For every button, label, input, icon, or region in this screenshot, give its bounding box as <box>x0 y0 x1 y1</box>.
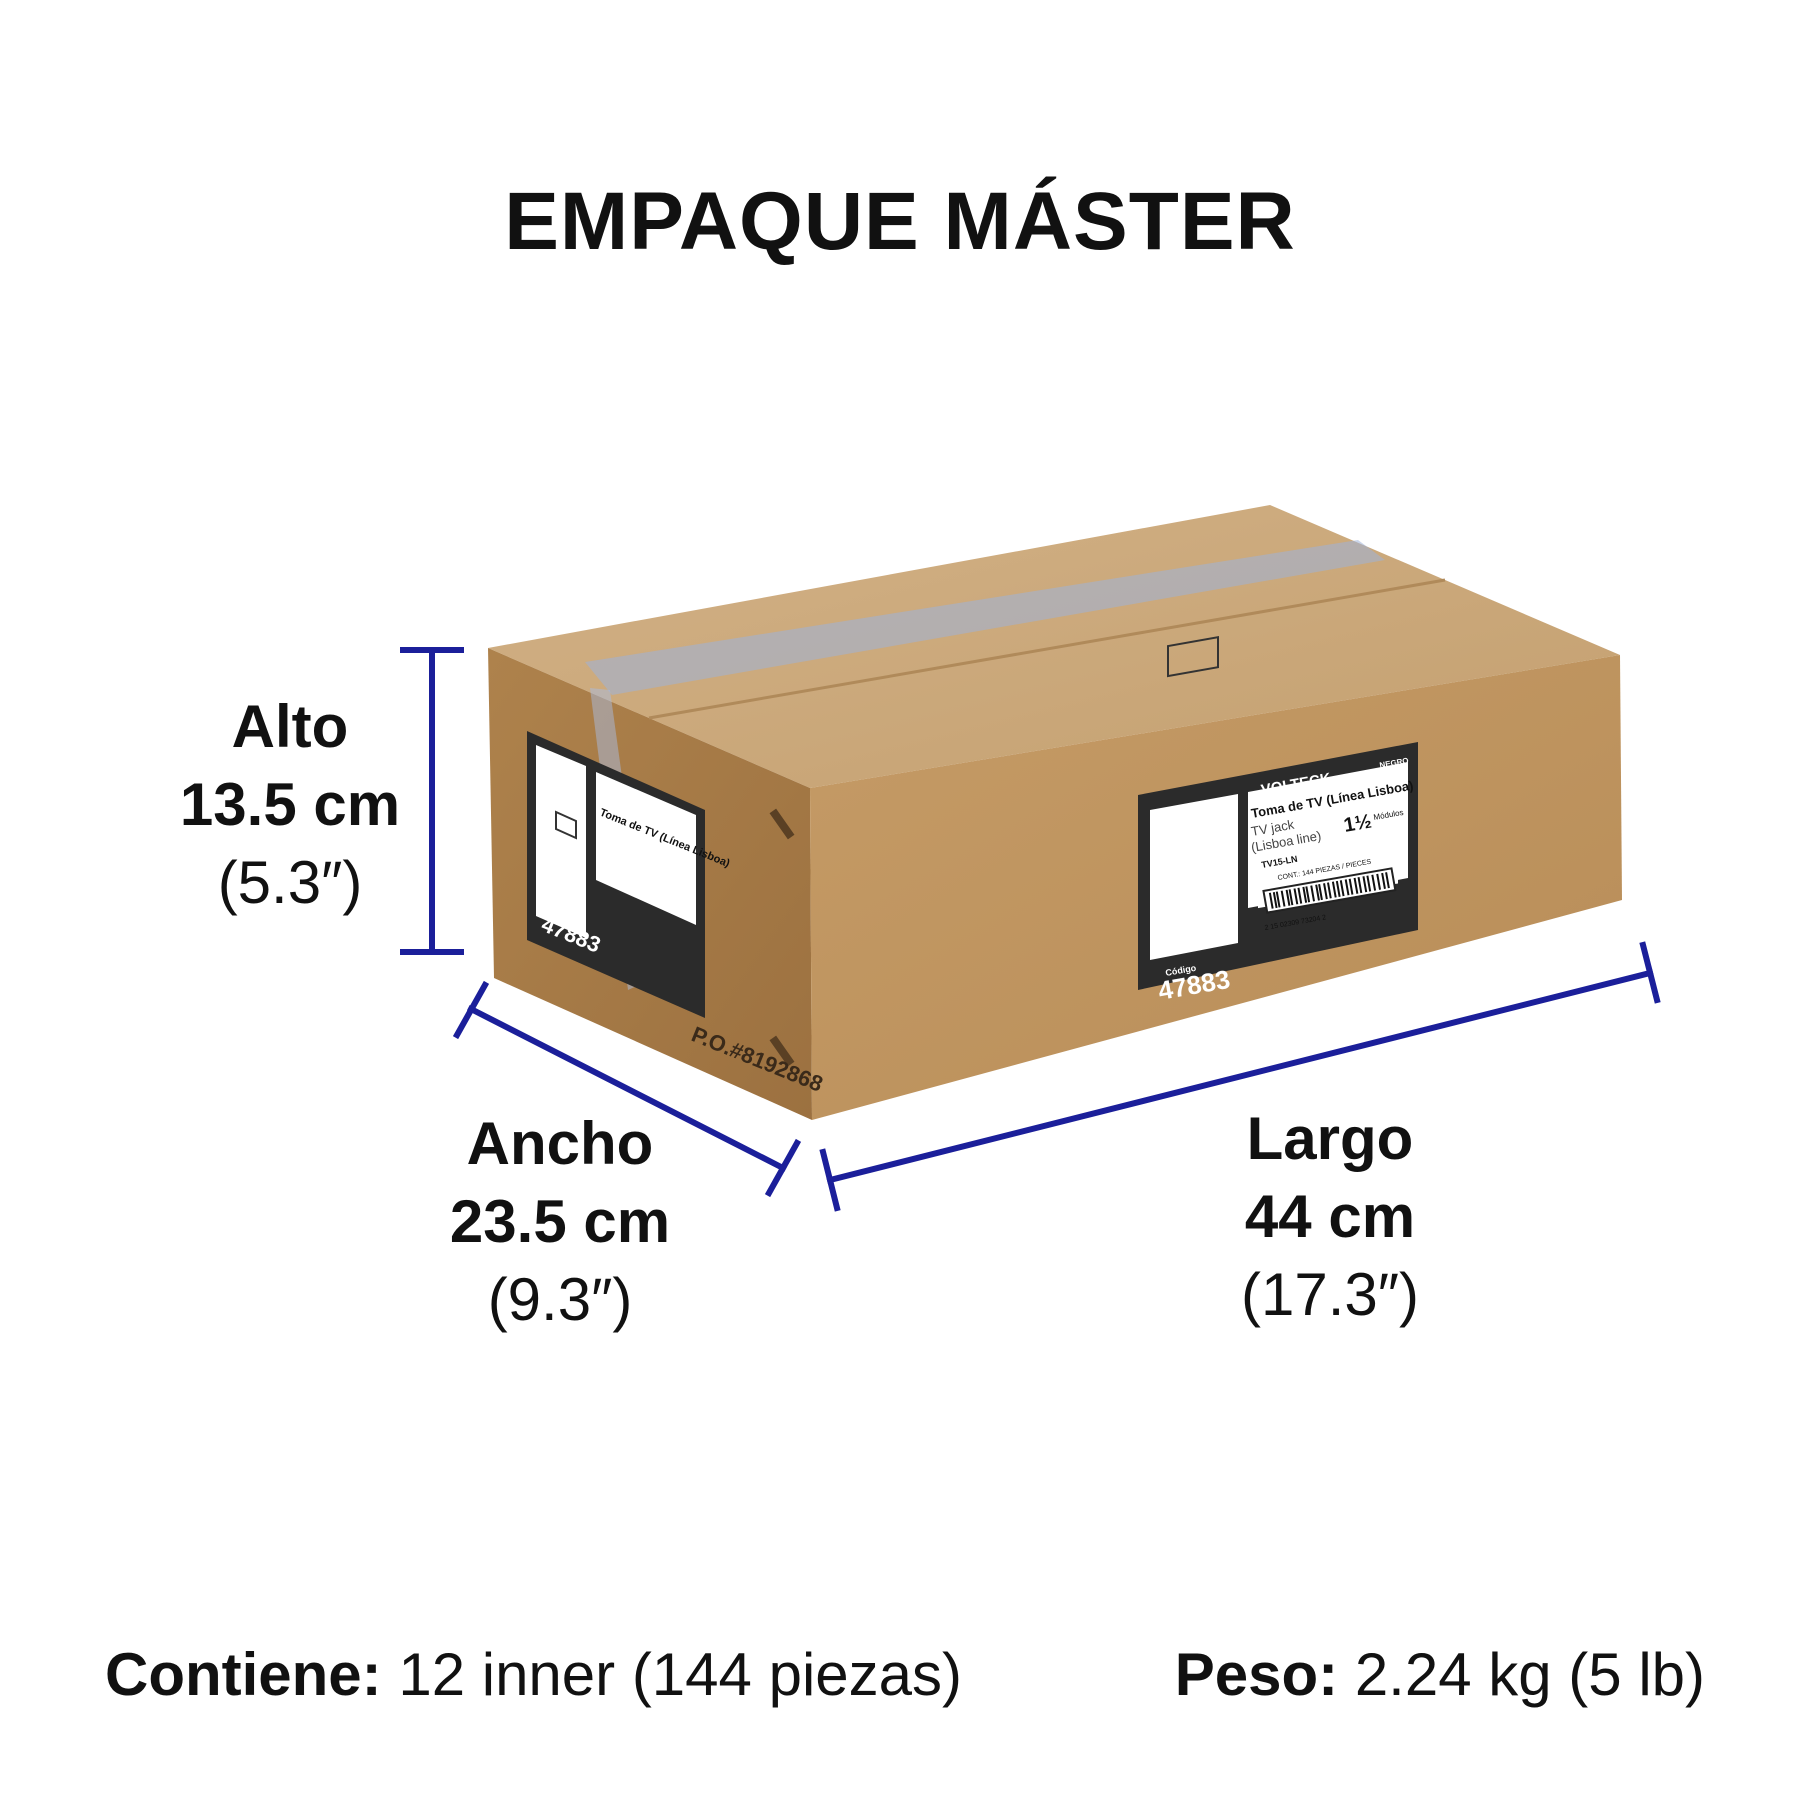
alto-dimension-line <box>400 647 464 955</box>
largo-imperial: (17.3″) <box>1241 1261 1419 1328</box>
largo-metric: 44 cm <box>1244 1183 1416 1250</box>
largo-dimension: Largo 44 cm (17.3″) <box>1180 1100 1480 1334</box>
packing-tape <box>585 540 1385 695</box>
ancho-dimension-line <box>452 980 802 1198</box>
weight-label: Peso: <box>1174 1641 1339 1708</box>
contents-value: 12 inner (144 piezas) <box>398 1641 962 1708</box>
alto-dimension: Alto 13.5 cm (5.3″) <box>160 688 420 922</box>
alto-metric: 13.5 cm <box>179 771 401 838</box>
ancho-dimension: Ancho 23.5 cm (9.3″) <box>410 1105 710 1339</box>
largo-dimension-line <box>819 941 1661 1212</box>
dimension-lines <box>400 647 1661 1212</box>
ancho-imperial: (9.3″) <box>487 1266 633 1333</box>
ancho-metric: 23.5 cm <box>449 1188 671 1255</box>
largo-label: Largo <box>1246 1105 1414 1172</box>
barcode <box>1262 867 1397 914</box>
front-product-label: VOLTECK. NEGRO Toma de TV (Línea Lisboa)… <box>1138 636 1418 1006</box>
alto-imperial: (5.3″) <box>217 849 363 916</box>
alto-label: Alto <box>231 693 349 760</box>
contents-label: Contiene: <box>105 1641 382 1708</box>
page-title: EMPAQUE MÁSTER <box>504 176 1296 267</box>
ancho-label: Ancho <box>466 1110 654 1177</box>
label-modules-qty: 1½ <box>1342 810 1373 836</box>
weight-value: 2.24 kg (5 lb) <box>1354 1641 1705 1708</box>
weight-info: Peso: 2.24 kg (5 lb) <box>1175 1640 1705 1710</box>
contents-info: Contiene: 12 inner (144 piezas) <box>105 1640 962 1710</box>
label-product-en: TV jack <box>1250 817 1296 839</box>
